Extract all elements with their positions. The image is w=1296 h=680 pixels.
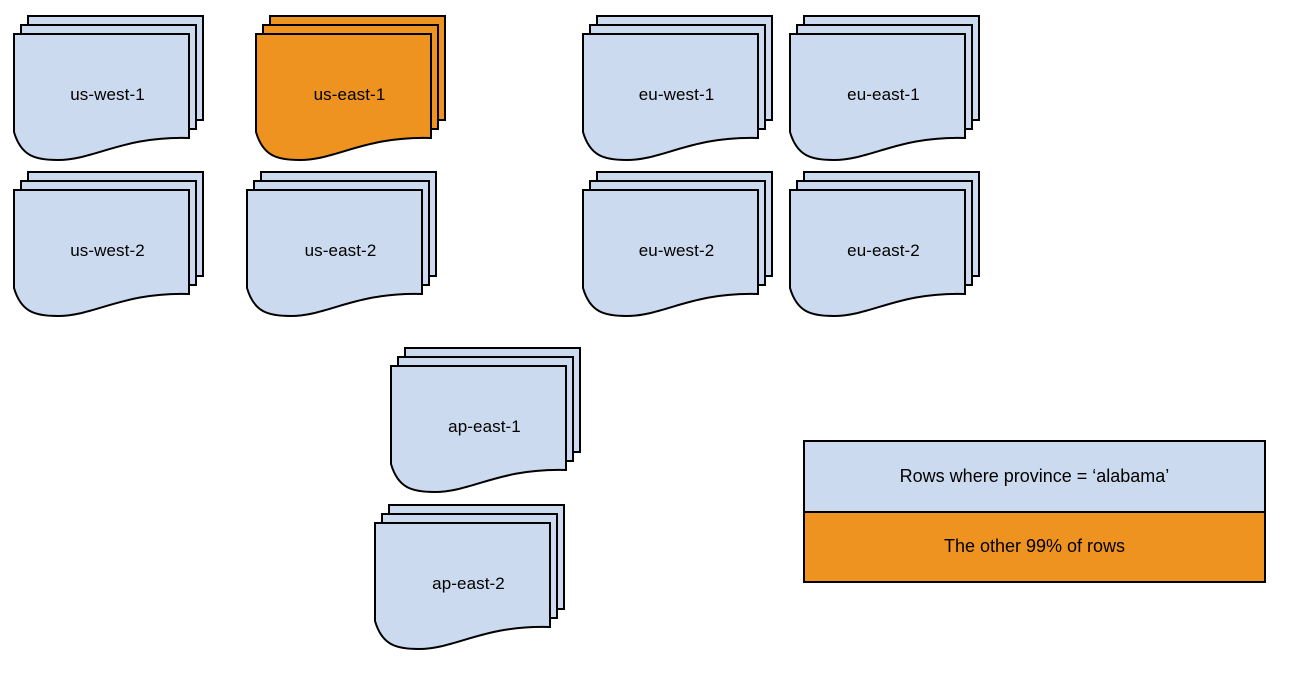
- document-stack-shape: [13, 15, 204, 162]
- document-stack-us-west-1[interactable]: us-west-1: [13, 15, 229, 171]
- document-stack-shape: [789, 15, 980, 162]
- document-card-front: [246, 189, 423, 318]
- document-stack-shape: [374, 504, 565, 651]
- legend: Rows where province = ‘alabama’ The other…: [803, 440, 1266, 583]
- document-card-front: [13, 33, 190, 162]
- document-card-front: [582, 189, 759, 318]
- document-stack-ap-east-1[interactable]: ap-east-1: [390, 347, 606, 503]
- document-stack-eu-east-2[interactable]: eu-east-2: [789, 171, 1005, 327]
- document-stack-shape: [582, 171, 773, 318]
- document-stack-us-east-1[interactable]: us-east-1: [255, 15, 471, 171]
- document-card-front: [789, 189, 966, 318]
- legend-label: The other 99% of rows: [943, 536, 1126, 557]
- document-stack-us-east-2[interactable]: us-east-2: [246, 171, 462, 327]
- document-stack-us-west-2[interactable]: us-west-2: [13, 171, 229, 327]
- document-stack-shape: [390, 347, 581, 494]
- document-stack-shape: [789, 171, 980, 318]
- legend-row-other-rows: The other 99% of rows: [805, 512, 1264, 581]
- document-card-front: [390, 365, 567, 494]
- legend-row-alabama: Rows where province = ‘alabama’: [805, 442, 1264, 513]
- document-stack-eu-east-1[interactable]: eu-east-1: [789, 15, 1005, 171]
- legend-label: Rows where province = ‘alabama’: [899, 465, 1170, 486]
- document-stack-eu-west-2[interactable]: eu-west-2: [582, 171, 798, 327]
- document-card-front: [789, 33, 966, 162]
- document-card-front: [13, 189, 190, 318]
- document-stack-shape: [246, 171, 437, 318]
- document-card-front: [255, 33, 432, 162]
- document-stack-shape: [13, 171, 204, 318]
- document-stack-shape: [255, 15, 446, 162]
- document-stack-shape: [582, 15, 773, 162]
- document-stack-ap-east-2[interactable]: ap-east-2: [374, 504, 590, 660]
- document-stack-eu-west-1[interactable]: eu-west-1: [582, 15, 798, 171]
- document-card-front: [374, 522, 551, 651]
- document-card-front: [582, 33, 759, 162]
